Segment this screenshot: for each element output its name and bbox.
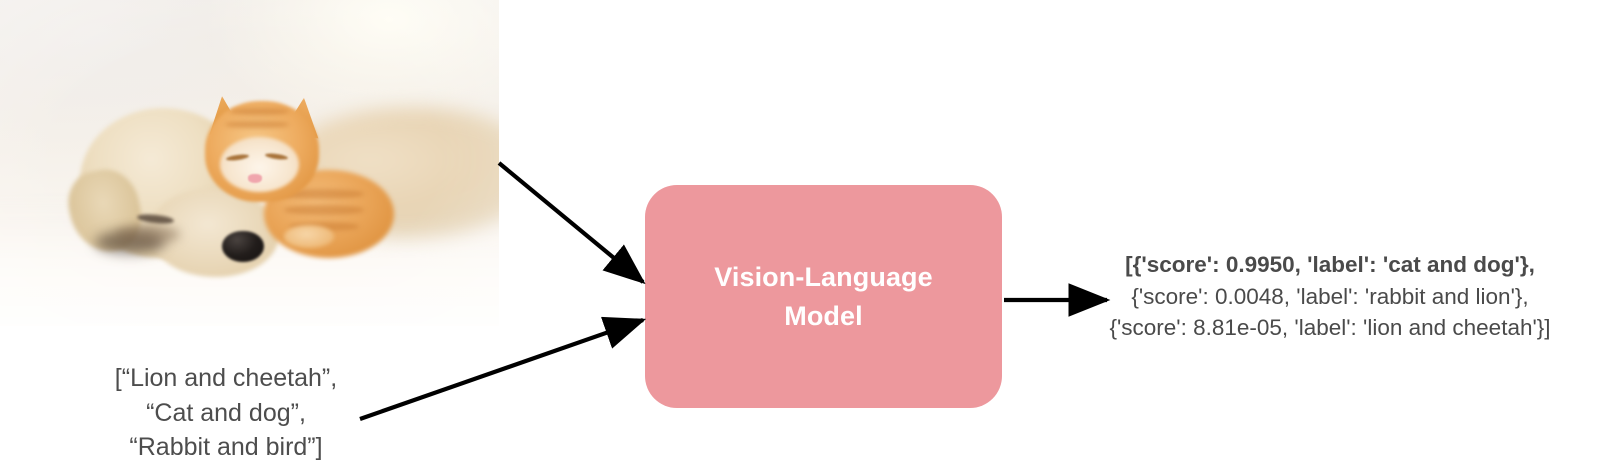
kitten-stripe <box>224 120 290 129</box>
output-line-1: [{'score': 0.9950, 'label': 'cat and dog… <box>1125 252 1535 277</box>
puppy-shadow <box>94 231 165 255</box>
output-text-block: [{'score': 0.9950, 'label': 'cat and dog… <box>1060 249 1600 344</box>
kitten-stripe <box>284 205 365 216</box>
prompt-to-model-arrow <box>359 316 647 421</box>
model-box[interactable]: Vision-Language Model <box>645 185 1002 408</box>
model-box-label: Vision-Language Model <box>714 262 933 331</box>
puppy-brow-shadow <box>114 224 180 245</box>
puppy-nose <box>222 231 264 263</box>
kitten-stripe <box>279 189 365 199</box>
kitten-nose <box>247 174 263 183</box>
input-image <box>0 0 499 326</box>
prompt-list-text: [“Lion and cheetah”, “Cat and dog”, “Rab… <box>114 364 338 461</box>
output-line-2: {'score': 0.0048, 'label': 'rabbit and l… <box>1131 283 1529 309</box>
output-line-3: {'score': 8.81e-05, 'label': 'lion and c… <box>1109 315 1551 340</box>
photo-vignette <box>0 0 499 326</box>
kitten-paw <box>284 224 335 248</box>
kitten-stripe <box>229 107 290 116</box>
puppy-muzzle <box>149 189 280 278</box>
image-to-model-arrow <box>497 161 646 285</box>
kitten-face <box>219 136 300 193</box>
